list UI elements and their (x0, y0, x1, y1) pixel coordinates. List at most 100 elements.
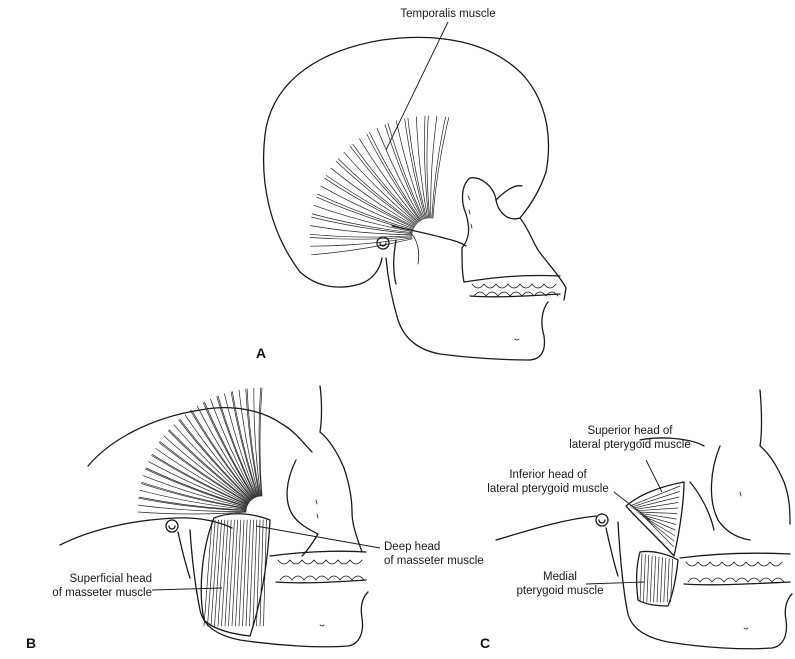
muscle-fiber (359, 138, 420, 222)
medial-pterygoid-leader (585, 581, 645, 585)
muscle-fiber (638, 512, 677, 520)
muscle-fiber (224, 393, 258, 498)
temporalis-fibers-a (309, 115, 450, 256)
muscle-fiber (316, 196, 414, 232)
muscle-fiber (666, 558, 670, 603)
ear-canal-c (595, 513, 609, 527)
ear-canal-b (165, 519, 179, 533)
muscle-fiber (203, 519, 213, 627)
muscle-fiber (238, 389, 260, 497)
superior-head-label-line2: lateral pterygoid muscle (569, 439, 690, 451)
muscle-fiber (145, 468, 248, 508)
deep-head-label-line1: Deep head (384, 541, 440, 553)
muscle-fiber (432, 117, 450, 219)
muscle-fiber (137, 504, 247, 512)
inferior-head-leader (613, 491, 651, 521)
muscle-fiber (430, 115, 438, 219)
muscle-fiber (317, 193, 414, 231)
muscle-fiber (252, 519, 258, 627)
muscle-fiber (656, 556, 660, 603)
muscle-fiber (259, 387, 263, 497)
skull-a (262, 36, 567, 361)
muscle-fiber (631, 491, 680, 508)
muscle-fiber (643, 516, 675, 536)
medial-pterygoid-label-line1: Medial (543, 571, 577, 583)
muscle-fiber (635, 507, 678, 512)
muscle-fiber (324, 177, 415, 229)
medial-pterygoid-muscle (636, 550, 679, 607)
muscle-fiber (137, 511, 247, 515)
muscle-fiber (210, 398, 256, 498)
muscle-fiber (376, 127, 423, 221)
muscle-fiber (148, 461, 248, 507)
muscle-fiber (343, 151, 418, 224)
skull-c (495, 389, 793, 650)
muscle-fiber (335, 160, 416, 226)
muscle-fiber (143, 475, 247, 508)
muscle-fiber (263, 519, 267, 627)
upper-teeth-a (471, 283, 559, 297)
muscle-fiber (326, 175, 415, 228)
muscle-fiber (632, 496, 680, 509)
muscle-fiber (168, 429, 251, 502)
muscle-fiber (155, 448, 249, 505)
muscle-fiber (310, 237, 413, 247)
muscle-fiber (230, 391, 258, 497)
muscle-fiber (245, 519, 251, 627)
deep-head-leader (255, 525, 381, 549)
temporalis-fibers-b (137, 387, 263, 515)
superficial-head-label-line2: of masseter muscle (52, 587, 152, 599)
muscle-fiber (178, 419, 252, 501)
muscle-fiber (309, 233, 413, 238)
muscle-fiber (231, 391, 259, 497)
muscle-fiber (311, 238, 413, 256)
muscle-fiber (660, 557, 663, 603)
lateral-pterygoid-muscle (625, 481, 685, 557)
muscle-fiber (167, 430, 250, 503)
masseter-muscle (200, 513, 271, 637)
muscle-fiber (138, 497, 247, 512)
muscle-fiber (431, 116, 446, 219)
muscle-fiber (646, 554, 650, 603)
muscle-fiber (184, 414, 253, 500)
muscle-fiber (320, 185, 414, 230)
muscle-fiber (151, 455, 248, 506)
muscle-fiber (311, 216, 413, 235)
muscle-fiber (145, 467, 248, 507)
muscle-fiber (179, 418, 252, 501)
muscle-fiber (191, 409, 254, 500)
temporalis-leader (385, 21, 449, 151)
muscle-fiber (196, 405, 254, 499)
muscle-fiber (639, 553, 643, 603)
muscle-fiber (235, 519, 242, 627)
muscle-fiber (637, 511, 678, 514)
muscle-fiber (644, 517, 675, 542)
muscle-fiber (249, 519, 254, 627)
muscle-fiber (214, 519, 222, 627)
superficial-head-label-line1: Superficial head (70, 573, 152, 585)
muscle-fiber (151, 454, 249, 505)
inferior-head-label-line2: lateral pterygoid muscle (487, 483, 608, 495)
muscle-fiber (426, 115, 431, 219)
muscle-fiber (369, 132, 422, 221)
muscle-fiber (221, 519, 229, 627)
medial-pterygoid-label-line2: pterygoid muscle (517, 585, 604, 597)
muscle-fiber (217, 395, 257, 498)
muscle-fiber (337, 158, 417, 225)
muscle-fiber (310, 225, 413, 236)
muscle-fiber (238, 519, 245, 627)
panel-b: Deep head of masseter muscle Superficial… (26, 385, 484, 651)
panel-a-letter: A (256, 345, 266, 361)
muscle-fiber (424, 115, 430, 219)
muscle-fiber (204, 401, 255, 499)
muscle-fiber (173, 424, 251, 502)
muscle-fiber (217, 519, 226, 627)
superior-head-leader (645, 459, 663, 493)
muscle-fiber (663, 557, 667, 603)
muscle-fiber (258, 387, 262, 497)
muscle-fiber (253, 387, 262, 497)
muscle-fiber (216, 396, 257, 498)
muscle-fiber (634, 502, 679, 510)
muscle-fiber (653, 556, 656, 603)
muscle-fiber (366, 133, 421, 222)
